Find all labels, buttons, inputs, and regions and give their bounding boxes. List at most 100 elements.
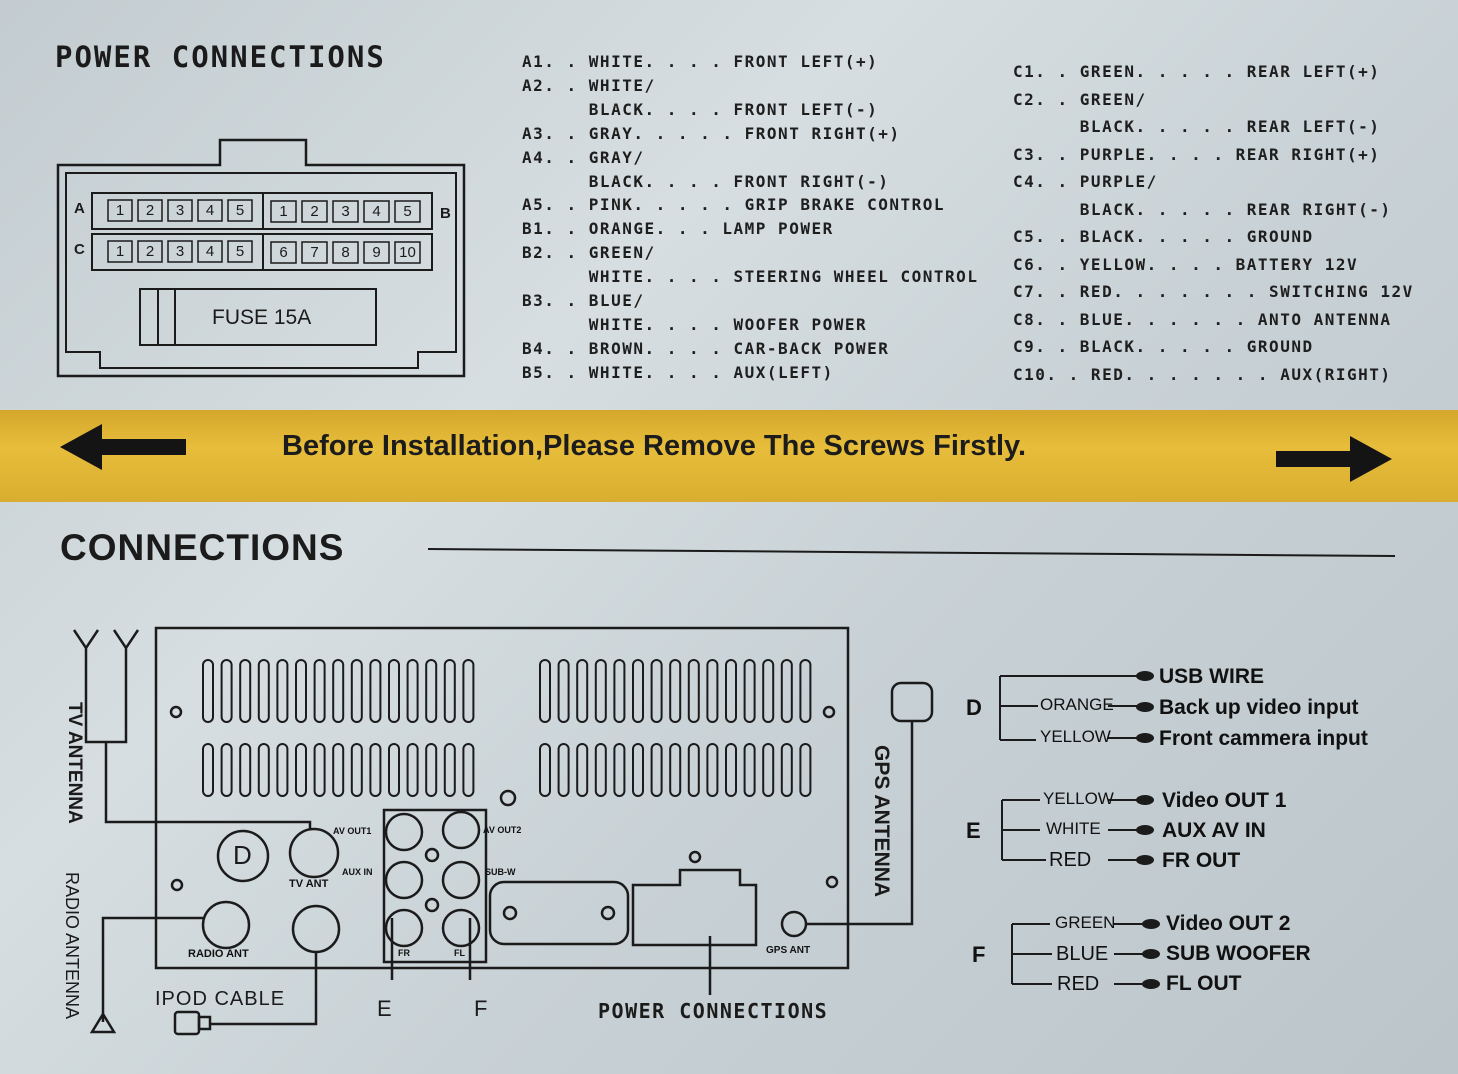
vent-slot [313, 743, 326, 797]
group-f-dest-1: Video OUT 2 [1166, 912, 1291, 935]
pin-box [227, 240, 253, 263]
pin-box [363, 241, 390, 264]
vent-slot [557, 659, 570, 723]
vent-slot [650, 743, 663, 797]
vent-slot [706, 659, 719, 723]
pin-box [137, 199, 163, 222]
pin-box [167, 199, 193, 222]
pin-number: 3 [175, 202, 185, 219]
sub-w-label: SUB-W [485, 867, 516, 877]
av-out2-label: AV OUT2 [483, 825, 522, 835]
pin-number: 2 [145, 243, 155, 260]
vent-slot [539, 743, 551, 797]
ipod-cable-label: IPOD CABLE [155, 988, 286, 1010]
vent-slot [557, 743, 570, 797]
pin-number: 2 [145, 202, 155, 219]
wiring-line: C4. . PURPLE/ [1013, 172, 1158, 191]
vent-slot [687, 659, 700, 723]
vent-slot [799, 659, 812, 723]
pin-box [301, 200, 328, 223]
pin-number: 4 [372, 203, 381, 220]
wiring-line: C2. . GREEN/ [1013, 89, 1147, 109]
wiring-line: A1. . WHITE. . . . FRONT LEFT(+) [522, 52, 879, 71]
vent-slot [743, 743, 756, 797]
vent-slot [462, 659, 475, 723]
wiring-line: C10. . RED. . . . . . . AUX(RIGHT) [1013, 364, 1392, 384]
group-e-wire-2: WHITE [1046, 819, 1101, 838]
vent-slot [332, 743, 345, 797]
vent-slot [425, 659, 438, 723]
vent-slot [725, 743, 737, 797]
vent-slot [295, 743, 307, 797]
group-f-dest-3: FL OUT [1166, 972, 1242, 995]
pin-box [167, 240, 193, 263]
pin-number: 3 [341, 203, 350, 220]
wiring-line: WHITE. . . . STEERING WHEEL CONTROL [522, 267, 979, 287]
vent-slot [202, 743, 214, 797]
vent-slot [220, 743, 233, 797]
vent-slot [369, 659, 382, 723]
pin-number: 6 [279, 244, 288, 261]
power-connections-title: POWER CONNECTIONS [55, 40, 386, 74]
vent-slot [443, 659, 456, 723]
wiring-line: B4. . BROWN. . . . CAR-BACK POWER [522, 338, 890, 358]
connections-title: CONNECTIONS [60, 527, 345, 568]
vent-slot [350, 659, 363, 723]
port-d-label: D [233, 840, 252, 870]
group-e-dest-3: FR OUT [1162, 849, 1241, 872]
vent-slot [257, 743, 270, 797]
vent-slot [632, 743, 644, 797]
power-connections-label: POWER CONNECTIONS [598, 999, 829, 1023]
vent-slot [762, 743, 775, 797]
vent-slot [257, 659, 270, 723]
pin-box [363, 200, 390, 223]
pin-box [197, 199, 223, 222]
pin-number: 4 [205, 202, 215, 219]
radio-ant-label: RADIO ANT [188, 948, 249, 960]
pin-box [301, 241, 328, 264]
group-e-wire-3: RED [1049, 849, 1092, 871]
pin-number: 10 [399, 244, 416, 261]
wiring-line: A3. . GRAY. . . . . FRONT RIGHT(+) [522, 123, 901, 143]
pin-number: 4 [205, 243, 215, 260]
pin-number: 2 [310, 203, 319, 220]
wiring-line: C7. . RED. . . . . . . SWITCHING 12V [1013, 282, 1414, 301]
fuse-label: FUSE 15A [212, 306, 312, 329]
vent-slot [594, 659, 607, 723]
vent-slot [406, 659, 419, 723]
wiring-line: BLACK. . . . FRONT RIGHT(-) [522, 171, 890, 191]
vent-slot [406, 743, 419, 797]
group-f-wire-3: RED [1057, 973, 1100, 995]
av-out1-label: AV OUT1 [333, 826, 372, 836]
wiring-line: BLACK. . . . . REAR RIGHT(-) [1013, 199, 1392, 219]
pin-box [197, 240, 223, 263]
row-label-b: B [440, 205, 451, 222]
gps-antenna-label: GPS ANTENNA [870, 745, 893, 898]
wiring-line: C6. . YELLOW. . . . BATTERY 12V [1013, 254, 1359, 274]
wiring-line: B5. . WHITE. . . . AUX(LEFT) [522, 362, 834, 382]
wiring-line: B1. . ORANGE. . . LAMP POWER [522, 219, 834, 239]
vent-slot [276, 659, 289, 723]
vent-slot [650, 659, 663, 723]
banner-text: Before Installation,Please Remove The Sc… [282, 430, 1027, 462]
wiring-line: A2. . WHITE/ [522, 75, 656, 95]
vent-slot [443, 743, 456, 797]
group-f-dest-2: SUB WOOFER [1166, 942, 1311, 965]
pin-number: 5 [403, 203, 412, 220]
wiring-line: B3. . BLUE/ [522, 291, 645, 310]
pin-box [332, 241, 359, 264]
pin-box [332, 200, 359, 223]
pin-box [270, 200, 297, 223]
vent-slot [669, 659, 682, 723]
vent-slot [613, 743, 626, 797]
pin-number: 1 [115, 202, 125, 219]
pin-number: 8 [341, 244, 350, 261]
wiring-line: C8. . BLUE. . . . . . ANTO ANTENNA [1013, 309, 1392, 329]
pin-box [394, 241, 421, 264]
pin-box [107, 240, 133, 263]
vent-slot [239, 659, 252, 723]
vent-slot [295, 659, 307, 723]
group-d-letter: D [966, 695, 982, 720]
pin-box [270, 241, 297, 264]
